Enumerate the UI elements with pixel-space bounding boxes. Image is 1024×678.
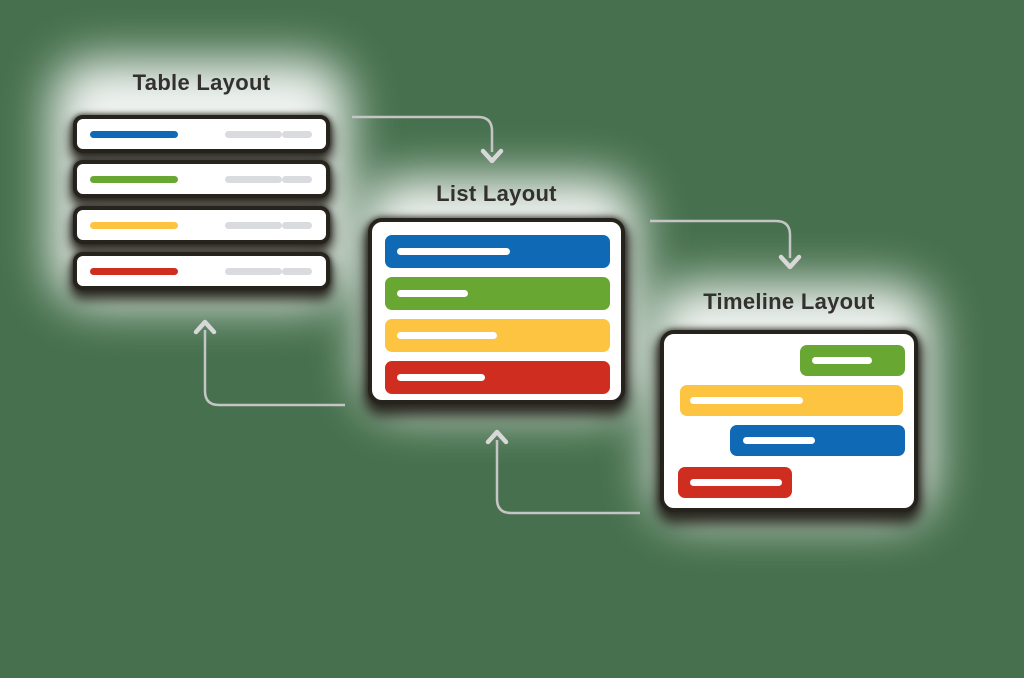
arrowhead-up-icon — [193, 319, 217, 335]
timeline-bar — [680, 385, 903, 416]
arrowhead-down-icon — [480, 148, 504, 164]
text-placeholder — [812, 357, 872, 364]
text-placeholder — [397, 374, 485, 381]
arrowhead-up-icon — [485, 429, 509, 445]
row-color-bar — [90, 221, 178, 229]
table-row — [73, 252, 330, 290]
list-layout-panel — [368, 218, 625, 404]
timeline-bar — [800, 345, 905, 376]
table-row — [73, 115, 330, 153]
text-placeholder — [282, 175, 312, 183]
text-placeholder — [690, 397, 803, 404]
arrow-list-to-timeline — [650, 219, 792, 258]
arrow-list-to-table — [203, 330, 345, 407]
timeline-layout-title: Timeline Layout — [703, 289, 875, 314]
text-placeholder — [397, 248, 510, 255]
timeline-bar — [678, 467, 792, 498]
text-placeholder — [690, 479, 782, 486]
table-layout-panel — [73, 115, 330, 290]
text-placeholder — [225, 130, 282, 138]
text-placeholder — [397, 290, 468, 297]
arrow-table-to-list — [352, 115, 494, 152]
row-color-bar — [90, 130, 178, 138]
list-item — [385, 277, 610, 310]
table-row — [73, 160, 330, 198]
text-placeholder — [397, 332, 497, 339]
timeline-bar — [730, 425, 905, 456]
arrowhead-down-icon — [778, 254, 802, 270]
arrow-timeline-to-list — [495, 440, 640, 515]
text-placeholder — [743, 437, 815, 444]
text-placeholder — [282, 267, 312, 275]
timeline-layout-panel — [660, 330, 918, 512]
text-placeholder — [282, 221, 312, 229]
row-color-bar — [90, 267, 178, 275]
text-placeholder — [225, 175, 282, 183]
list-item — [385, 319, 610, 352]
table-layout-title: Table Layout — [132, 70, 271, 95]
text-placeholder — [225, 267, 282, 275]
list-item — [385, 235, 610, 268]
list-layout-title: List Layout — [436, 181, 557, 206]
text-placeholder — [282, 130, 312, 138]
list-item — [385, 361, 610, 394]
table-row — [73, 206, 330, 244]
row-color-bar — [90, 175, 178, 183]
text-placeholder — [225, 221, 282, 229]
